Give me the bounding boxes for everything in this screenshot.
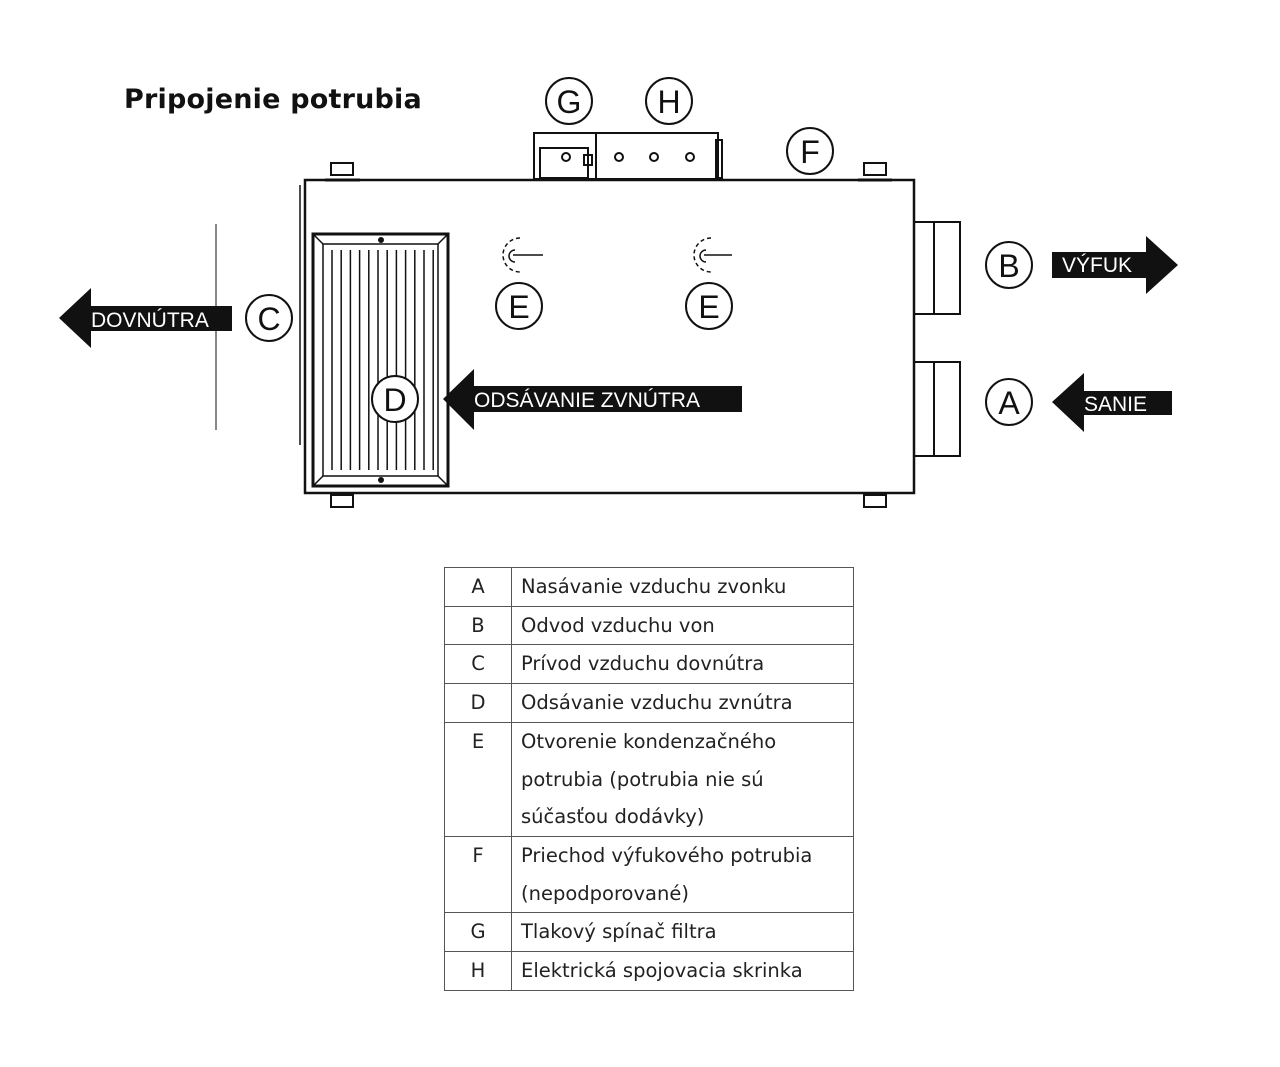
callout-c-circle: [245, 294, 293, 342]
arrow-dovnutra-label: DOVNÚTRA: [91, 309, 209, 332]
arrow-vyfuk-label: VÝFUK: [1062, 254, 1132, 277]
legend-code: B: [444, 605, 512, 646]
callout-d: D: [383, 382, 406, 418]
legend-description: Priechod výfukového potrubia (nepodporov…: [511, 835, 854, 914]
callout-h-circle: [645, 77, 693, 125]
legend-description: Odvod vzduchu von: [511, 605, 854, 646]
callout-f-circle: [786, 127, 834, 175]
electrical-junction-box: [595, 132, 723, 180]
arrow-odsavanie-label: ODSÁVANIE ZVNÚTRA: [474, 389, 700, 412]
callout-e-left: E: [508, 289, 529, 325]
callout-h: H: [657, 84, 680, 120]
callout-e-right: E: [698, 289, 719, 325]
arrow-odsavanie: ODSÁVANIE ZVNÚTRA: [443, 369, 742, 430]
callout-b: B: [998, 248, 1019, 284]
callout-e-right-circle: [685, 282, 733, 330]
arrow-sanie-label: SANIE: [1084, 393, 1147, 416]
duct-collar-b: [913, 221, 961, 315]
callout-c: C: [257, 301, 280, 337]
legend-code: E: [444, 721, 512, 837]
duct-collar-a: [913, 361, 961, 457]
callout-f: F: [800, 134, 820, 170]
arrow-sanie: SANIE: [1052, 373, 1172, 432]
filter-grille: [311, 232, 450, 488]
legend-code: A: [444, 567, 512, 607]
legend-description: Nasávanie vzduchu zvonku: [511, 567, 854, 607]
legend-code: H: [444, 951, 512, 991]
arrow-vyfuk: VÝFUK: [1052, 236, 1178, 294]
callout-a: A: [998, 385, 1020, 421]
condensate-opening-right: [693, 237, 732, 273]
callout-g: G: [557, 84, 582, 120]
pressure-switch-box: [533, 132, 597, 180]
callout-g-circle: [545, 77, 593, 125]
arrow-dovnutra: DOVNÚTRA: [59, 288, 232, 348]
legend-code: G: [444, 912, 512, 953]
callout-a-circle: [985, 378, 1033, 426]
legend-code: D: [444, 683, 512, 723]
legend-description: Otvorenie kondenzačného potrubia (potrub…: [511, 721, 854, 837]
legend-description: Prívod vzduchu dovnútra: [511, 644, 854, 685]
legend-code: F: [444, 835, 512, 914]
legend-description: Elektrická spojovacia skrinka: [511, 951, 854, 991]
callout-d-circle: [371, 375, 419, 423]
duct-connection-diagram: G H F B A C E E D VÝFUK SANIE DOVNÚTRA O…: [59, 77, 1178, 508]
legend-description: Tlakový spínač filtra: [511, 912, 854, 953]
condensate-opening-left: [502, 237, 543, 273]
callout-e-left-circle: [495, 282, 543, 330]
legend-description: Odsávanie vzduchu zvnútra: [511, 683, 854, 723]
callout-b-circle: [985, 241, 1033, 289]
legend-code: C: [444, 644, 512, 685]
page-title: Pripojenie potrubia: [124, 84, 422, 115]
